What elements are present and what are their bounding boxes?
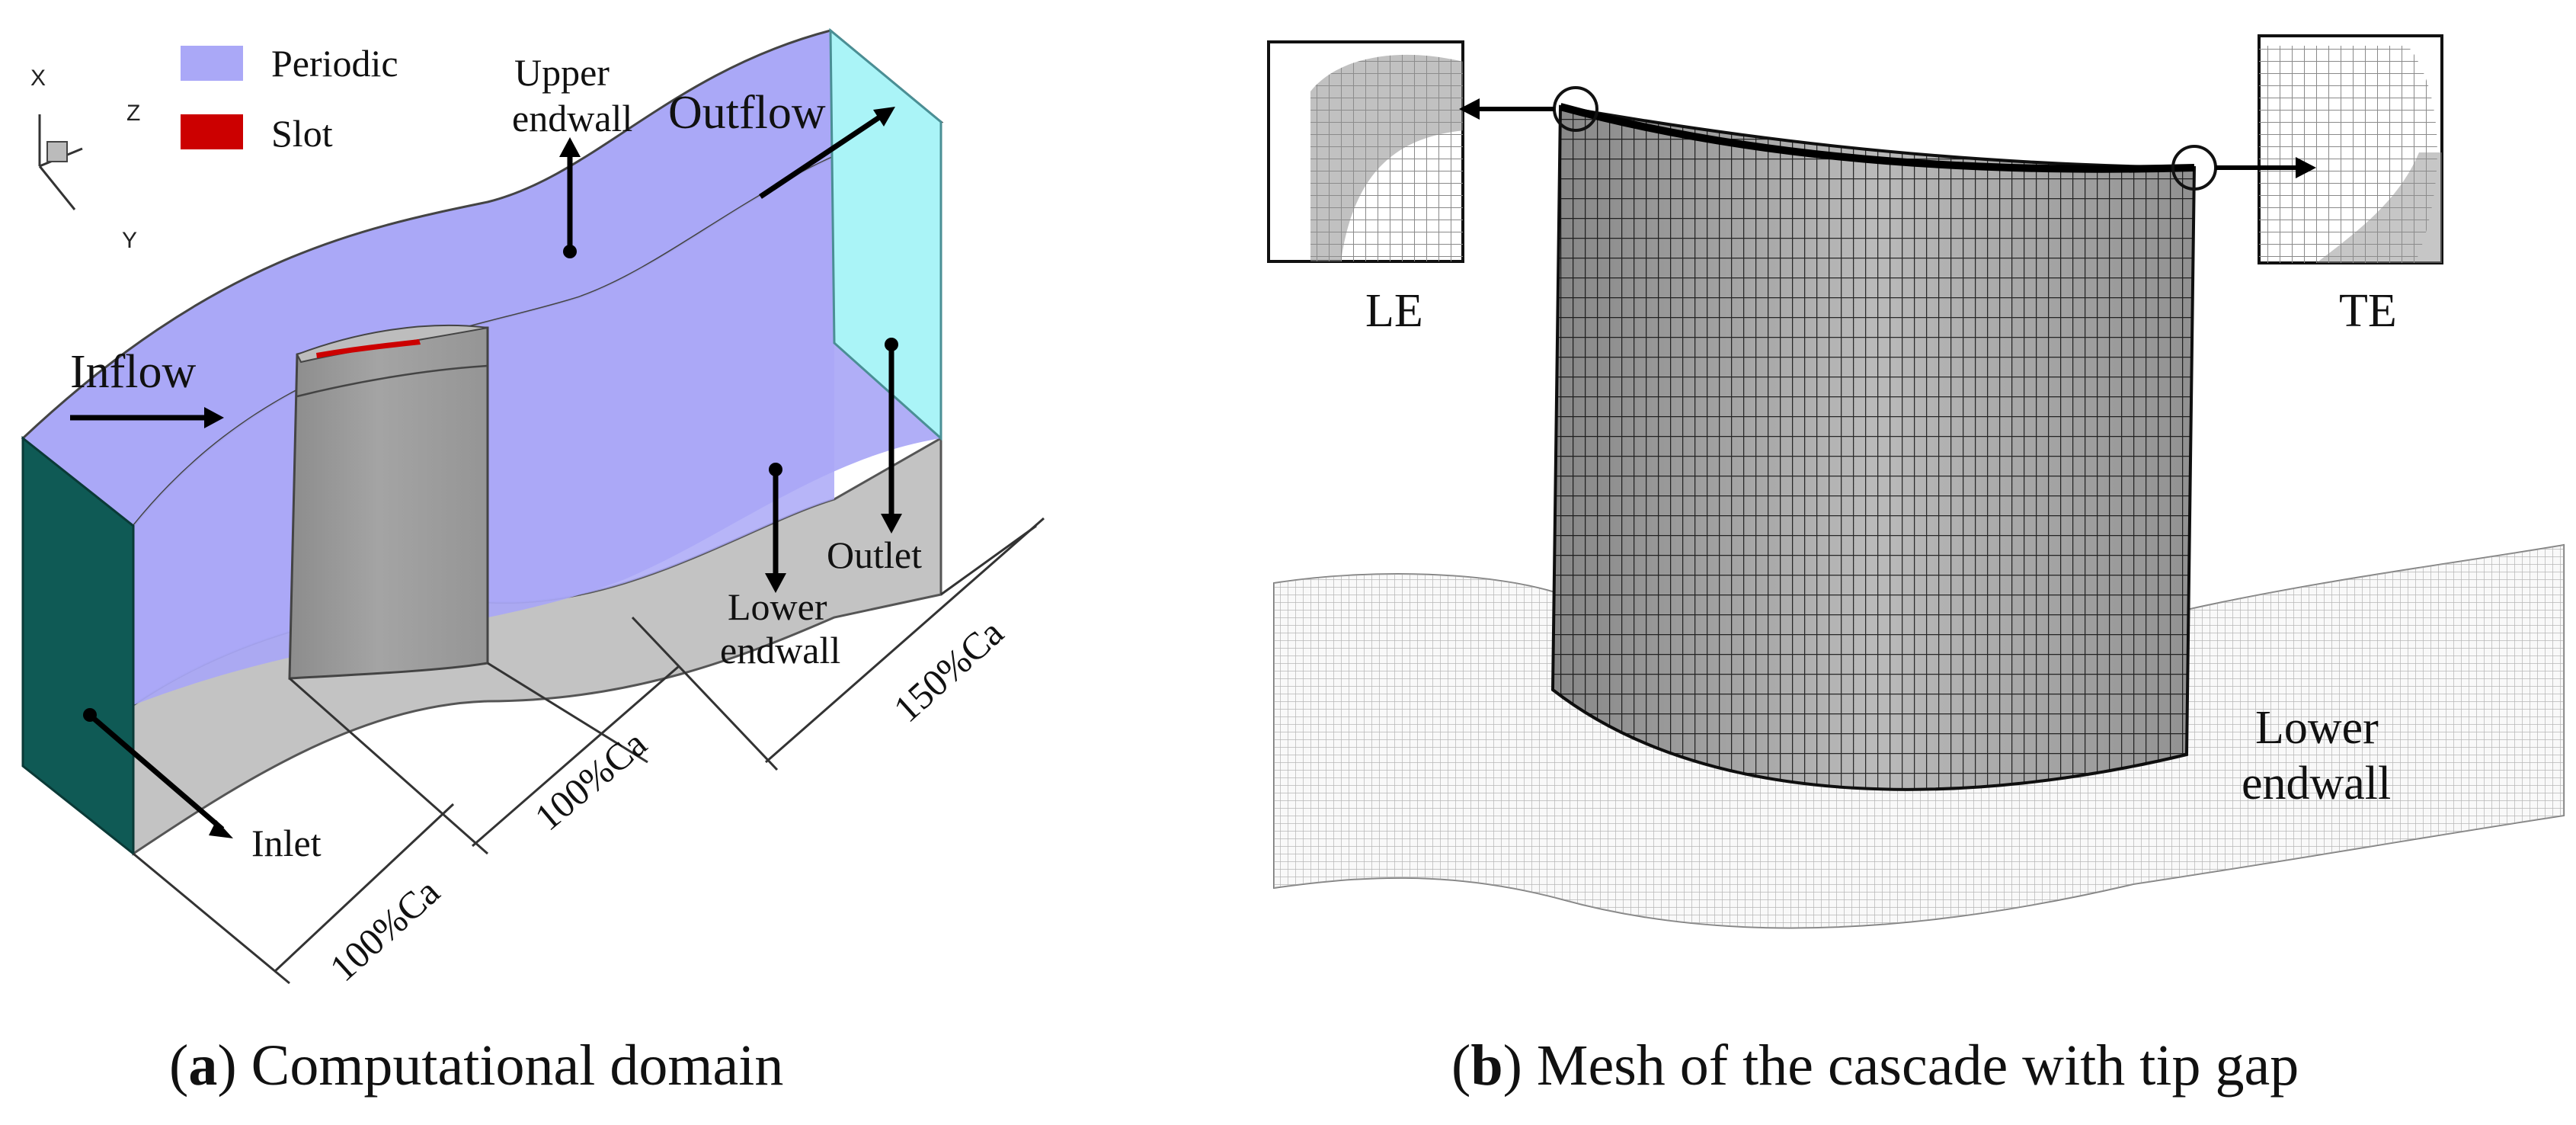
- legend-swatch-slot: [181, 114, 243, 149]
- blade-tip-edge: [1559, 103, 2195, 173]
- label-inlet: Inlet: [251, 822, 322, 864]
- caption-b-text: ) Mesh of the cascade with tip gap: [1502, 1034, 2299, 1098]
- caption-b-letter: b: [1470, 1034, 1503, 1098]
- dim-blade-length: 100%Ca: [526, 722, 654, 839]
- inset-te: [2171, 34, 2443, 264]
- label-le: LE: [1365, 285, 1423, 337]
- caption-a-letter: a: [188, 1034, 218, 1098]
- label-lower-endwall-line2: endwall: [2242, 758, 2391, 809]
- panel-a: X Z Y Periodic Slot Upper: [21, 27, 1045, 989]
- arrow-heads: [83, 107, 902, 838]
- dimension-lines: [133, 517, 1045, 985]
- label-lower-endwall-line2: endwall: [720, 629, 840, 671]
- axis-x-label: X: [30, 66, 46, 91]
- legend-label-slot: Slot: [271, 112, 333, 155]
- label-outflow: Outflow: [668, 87, 826, 139]
- caption-b: (b) Mesh of the cascade with tip gap: [1451, 1034, 2299, 1098]
- label-inflow: Inflow: [70, 346, 197, 398]
- slot: [316, 339, 421, 358]
- axis-y-label: Y: [122, 228, 137, 253]
- inset-le: [1267, 40, 1598, 263]
- caption-a: (a) Computational domain: [169, 1034, 784, 1098]
- coordinate-axes: [38, 114, 83, 210]
- label-lower-endwall-line1: Lower: [728, 585, 827, 628]
- label-lower-endwall-line1: Lower: [2255, 702, 2379, 754]
- blade-gap-line: [296, 364, 488, 398]
- annotation-arrows: [70, 112, 894, 832]
- label-upper-endwall-line1: Upper: [514, 51, 610, 94]
- blade-body: [288, 326, 489, 680]
- axis-z-label: Z: [126, 101, 140, 126]
- label-upper-endwall-line2: endwall: [512, 97, 632, 139]
- dim-outlet-length: 150%Ca: [885, 611, 1011, 730]
- legend-swatch-periodic: [181, 46, 243, 81]
- legend-label-periodic: Periodic: [271, 42, 398, 85]
- dim-inlet-length: 100%Ca: [322, 870, 447, 989]
- label-te: TE: [2339, 285, 2397, 337]
- label-outlet: Outlet: [827, 534, 922, 576]
- axes-cube-icon: [46, 141, 68, 162]
- panel-b: LE TE Lower endwall: [1267, 34, 2565, 929]
- caption-a-text: ) Computational domain: [217, 1034, 784, 1098]
